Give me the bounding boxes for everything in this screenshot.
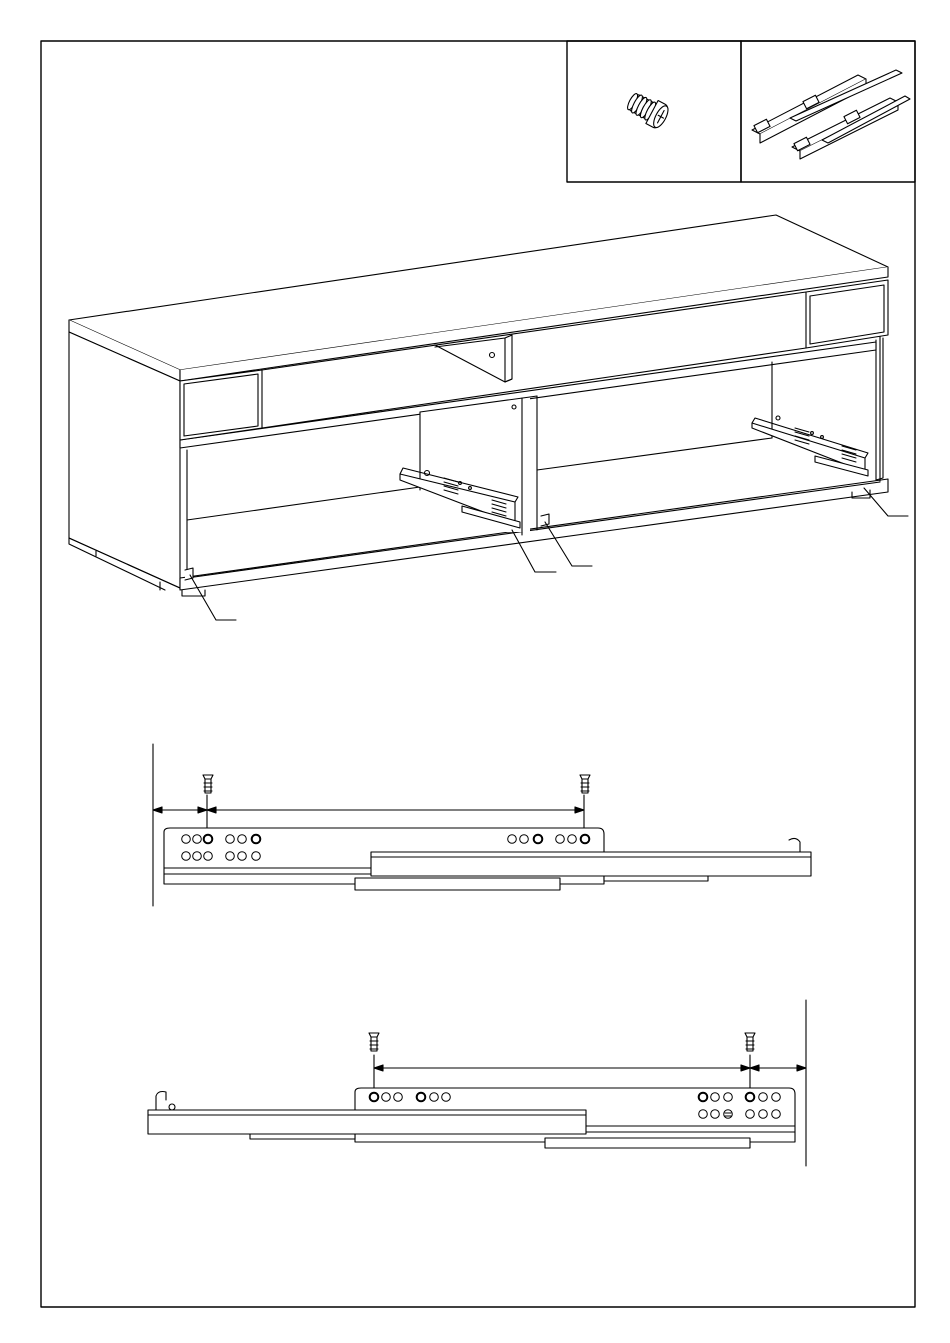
drawer-front-left [180,370,262,440]
right-runner-side-view [148,1000,806,1166]
runner-moving-rail [148,1110,586,1134]
dimension-line-left [153,795,584,830]
cabinet-isometric-view [69,215,908,620]
runner-moving-rail [371,852,811,876]
runner-installed-right [752,418,868,476]
runner-slider-lower [545,1138,750,1148]
screw-marker [745,1033,755,1051]
drawer-runner-pair-icon [752,70,910,159]
runner-slider-lower [355,878,560,890]
screw-marker [203,775,213,793]
callout-leaders [190,488,908,620]
left-runner-side-view [153,744,811,906]
screw-marker [369,1033,379,1051]
dimension-line-right [374,1055,806,1088]
parts-panel [567,41,915,182]
screw-icon [624,89,672,131]
screw-marker [580,775,590,793]
